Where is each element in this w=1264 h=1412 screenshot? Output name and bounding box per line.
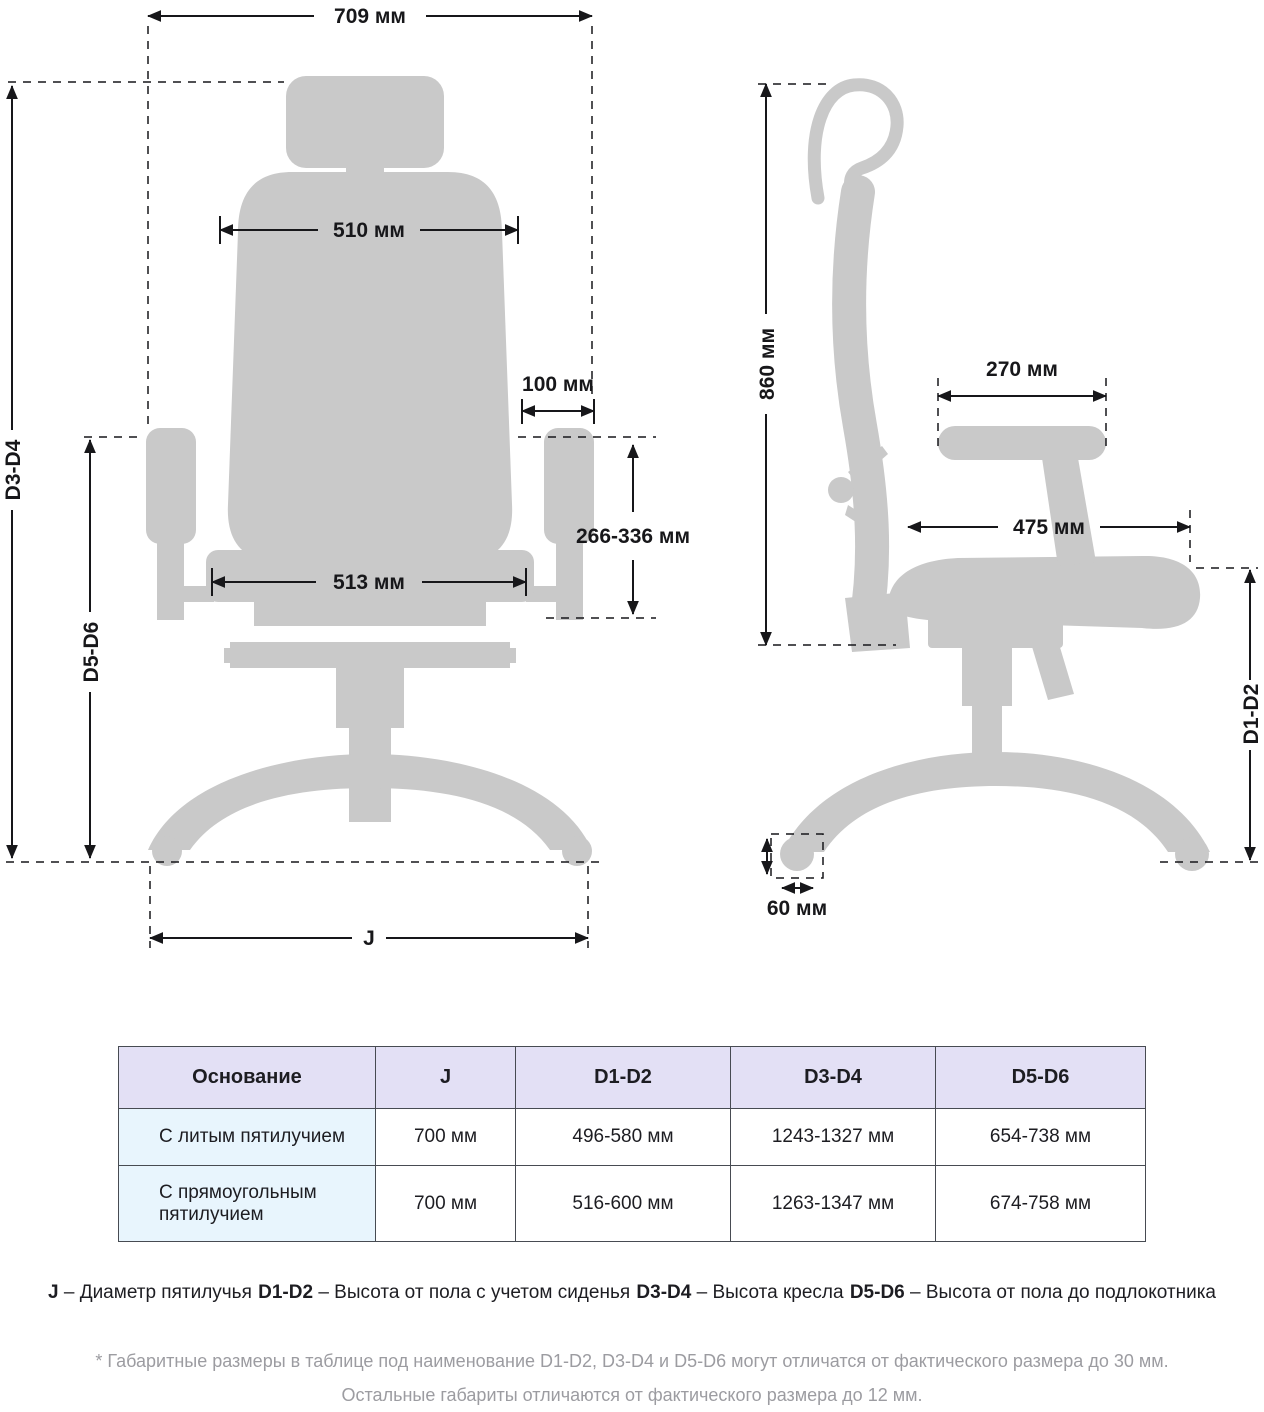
legend-term: D5-D6 (849, 1282, 905, 1303)
legend-item-d1d2: D1-D2 – Высота от пола с учетом сиденья (258, 1282, 630, 1304)
backrest (832, 175, 890, 639)
dim-armrest-height: 266-336 мм (576, 444, 690, 615)
dim-backrest-width: 510 мм (219, 216, 519, 244)
dim-label-floor-to-armrest: D5-D6 (80, 622, 103, 683)
legend-term: D3-D4 (636, 1282, 692, 1303)
seat (888, 555, 1201, 629)
table-header-base: Основание (118, 1046, 376, 1109)
table-header-j: J (375, 1046, 516, 1109)
dim-label-floor-to-seat: D1-D2 (1240, 684, 1263, 745)
legend: J – Диаметр пятилучья D1-D2 – Высота от … (0, 1282, 1264, 1304)
dimensions-table: Основание J D1-D2 D3-D4 D5-D6 С литым пя… (118, 1046, 1146, 1242)
table-header-d3d4: D3-D4 (730, 1046, 936, 1109)
chair-front-view (146, 76, 594, 866)
table-row: С прямоугольным пятилучием 700 мм 516-60… (118, 1165, 1146, 1242)
legend-desc: – Диаметр пятилучья (63, 1282, 252, 1303)
dim-floor-to-seat: D1-D2 (1240, 569, 1263, 861)
legend-item-d5d6: D5-D6 – Высота от пола до подлокотника (850, 1282, 1216, 1304)
seat-mechanism (928, 616, 1074, 700)
dim-label-armrest-width: 100 мм (522, 373, 594, 396)
table-header-row: Основание J D1-D2 D3-D4 D5-D6 (118, 1046, 1146, 1109)
headrest (286, 76, 444, 168)
dim-seat-depth: 475 мм (907, 516, 1191, 539)
table-header-d1d2: D1-D2 (515, 1046, 731, 1109)
dim-armrest-pad-length: 270 мм (937, 358, 1107, 402)
dim-label-seat-depth: 475 мм (1013, 516, 1085, 539)
seat-plate (254, 600, 486, 626)
footnote-line-1: * Габаритные размеры в таблице под наиме… (95, 1351, 1169, 1371)
armrest-pad (938, 426, 1106, 460)
caster (152, 836, 182, 866)
gas-lift-column (336, 666, 404, 822)
base (148, 754, 592, 850)
legend-term: D1-D2 (258, 1282, 314, 1303)
dim-label-caster-size: 60 мм (767, 897, 827, 920)
table-cell-d1d2: 516-600 мм (515, 1165, 731, 1242)
dim-caster-size: 60 мм (761, 838, 827, 920)
dim-base-diameter: J (149, 927, 589, 950)
tension-knob (828, 446, 888, 537)
dim-chair-height: D3-D4 (2, 85, 25, 859)
dim-armrest-width: 100 мм (521, 373, 595, 424)
right-armrest (526, 428, 594, 620)
legend-term: J (48, 1282, 59, 1303)
table-cell-d5d6: 674-758 мм (935, 1165, 1146, 1242)
dim-label-overall-width: 709 мм (334, 5, 406, 28)
base (782, 752, 1210, 852)
table-cell-d5d6: 654-738 мм (935, 1108, 1146, 1166)
table-cell-d3d4: 1263-1347 мм (730, 1165, 936, 1242)
table-cell-d3d4: 1243-1327 мм (730, 1108, 936, 1166)
seat-mechanism (224, 642, 516, 668)
legend-item-j: J – Диаметр пятилучья (48, 1282, 252, 1304)
seat (206, 550, 534, 602)
dim-label-chair-height: D3-D4 (2, 439, 25, 500)
dimension-diagram: 709 мм 510 мм 100 мм 266-336 мм 513 мм D… (2, 5, 1263, 950)
footnote: * Габаритные размеры в таблице под наиме… (0, 1344, 1264, 1412)
caster (562, 836, 592, 866)
armrest-support (1042, 458, 1096, 566)
backrest (227, 172, 513, 562)
chair-side-view (780, 78, 1210, 871)
dim-label-armrest-height: 266-336 мм (576, 525, 690, 548)
left-armrest (146, 428, 214, 620)
legend-desc: – Высота от пола с учетом сиденья (318, 1282, 631, 1303)
table-cell-j: 700 мм (375, 1108, 516, 1166)
dim-label-backrest-width: 510 мм (333, 219, 405, 242)
table-header-d5d6: D5-D6 (935, 1046, 1146, 1109)
dim-floor-to-armrest: D5-D6 (80, 439, 103, 859)
table-row: С литым пятилучием 700 мм 496-580 мм 124… (118, 1108, 1146, 1166)
dim-label-backrest-height: 860 мм (756, 328, 779, 400)
table-cell-j: 700 мм (375, 1165, 516, 1242)
footnote-line-2: Остальные габариты отличаются от фактиче… (341, 1385, 923, 1405)
legend-item-d3d4: D3-D4 – Высота кресла (636, 1282, 843, 1304)
dim-label-base-diameter: J (363, 927, 375, 950)
caster (1175, 837, 1209, 871)
extension-lines (6, 26, 1258, 948)
caster (780, 837, 814, 871)
table-cell-base: С литым пятилучием (118, 1108, 376, 1166)
dim-backrest-height: 860 мм (756, 83, 779, 646)
table-cell-d1d2: 496-580 мм (515, 1108, 731, 1166)
legend-desc: – Высота от пола до подлокотника (910, 1282, 1216, 1303)
legend-desc: – Высота кресла (696, 1282, 844, 1303)
dim-label-seat-width: 513 мм (333, 571, 405, 594)
dim-label-armrest-pad-length: 270 мм (986, 358, 1058, 381)
dim-seat-width: 513 мм (211, 568, 527, 596)
table-cell-base: С прямоугольным пятилучием (118, 1165, 376, 1242)
dim-overall-width: 709 мм (147, 5, 593, 28)
headrest-frame (807, 78, 904, 205)
